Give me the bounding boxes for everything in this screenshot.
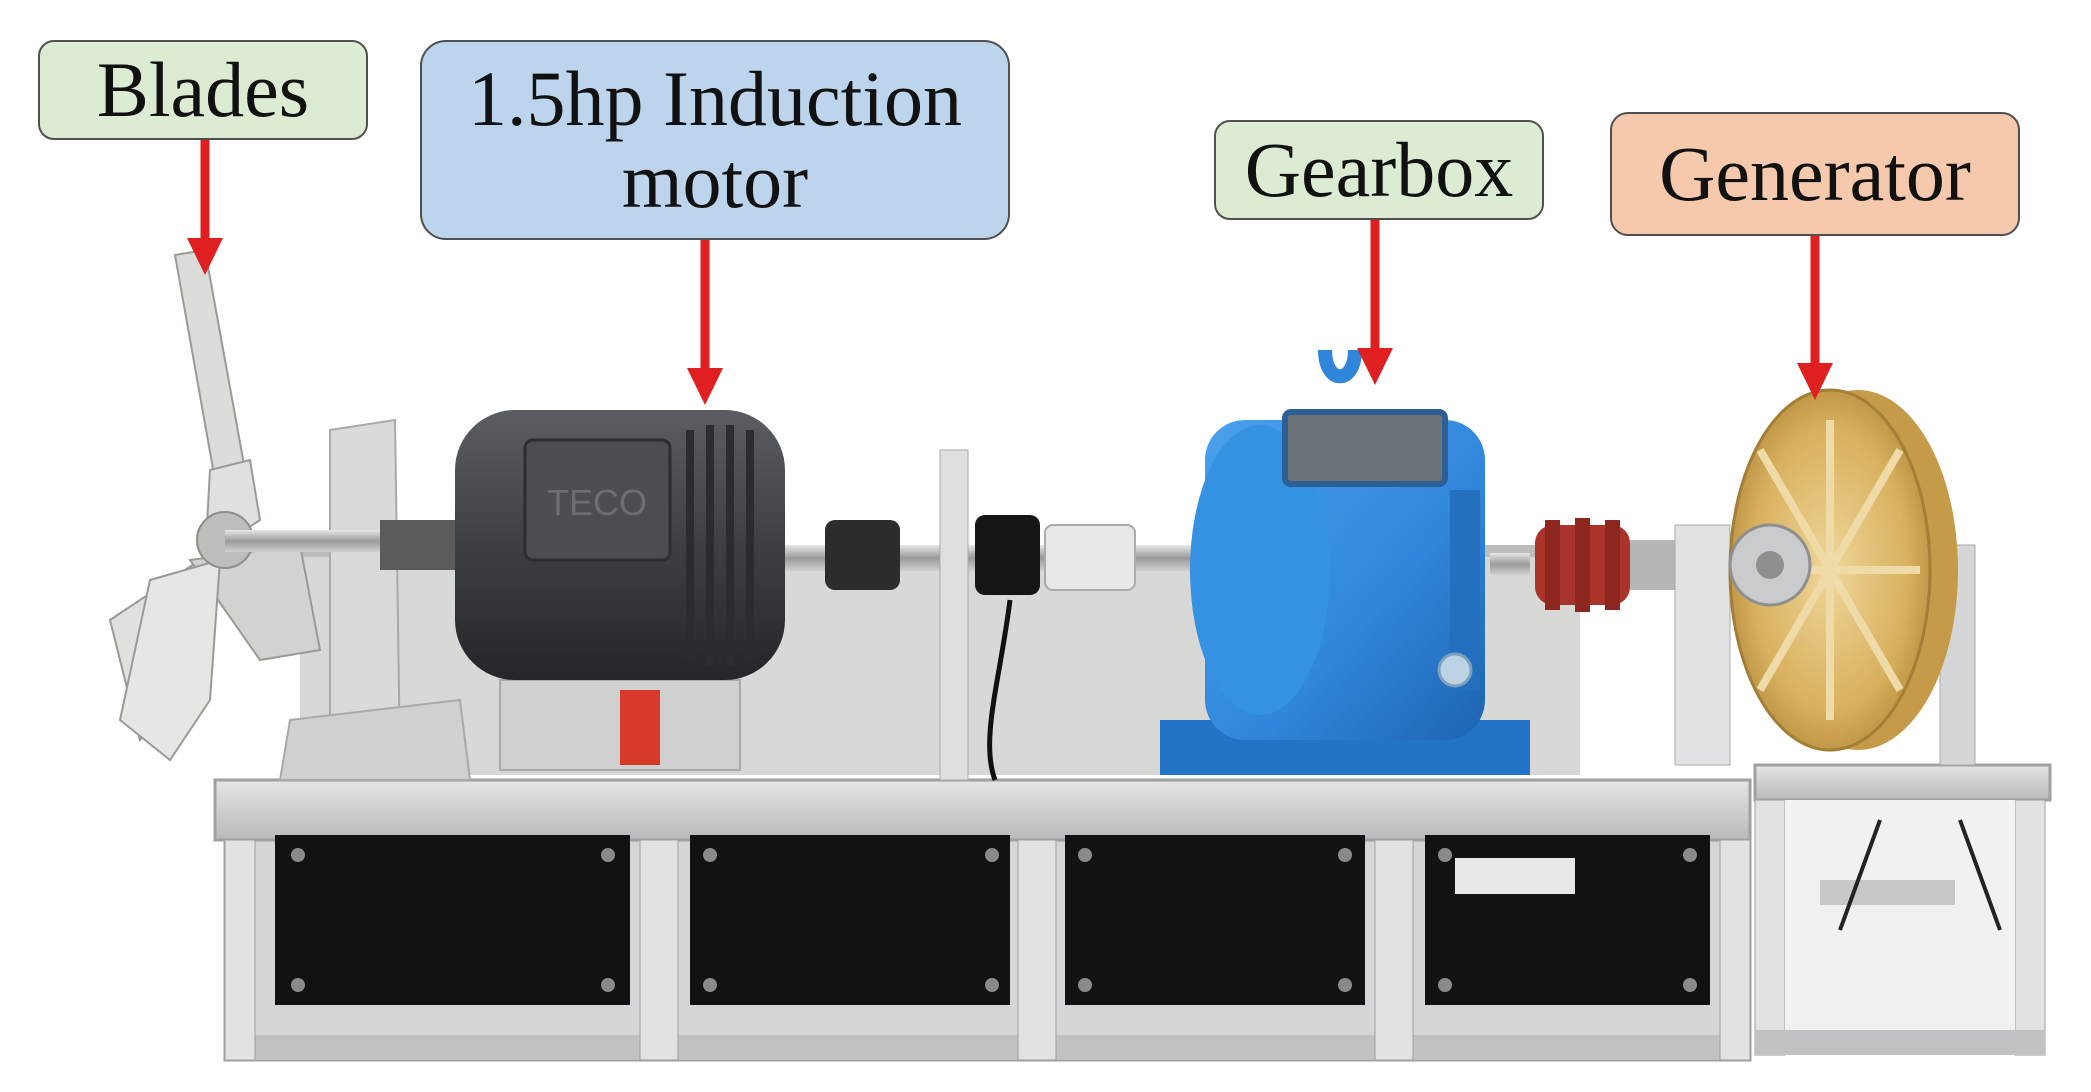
terminal-box xyxy=(523,438,672,562)
motor-coupling xyxy=(380,520,460,570)
shaft-couplings xyxy=(825,449,1136,781)
arrow-motor xyxy=(687,240,723,405)
sticker xyxy=(1455,858,1575,894)
generator-unit xyxy=(1674,388,1976,766)
arrow-gearbox xyxy=(1357,220,1393,385)
output-coupling xyxy=(1490,518,1675,612)
generator-stand xyxy=(1674,524,1731,766)
blades-rotor xyxy=(108,248,425,762)
induction-motor: TECO xyxy=(455,410,785,771)
bearing-stand xyxy=(939,449,969,781)
arrow-generator xyxy=(1797,236,1833,400)
arrow-blades xyxy=(187,140,223,275)
blade-stand xyxy=(278,418,472,781)
panel-3 xyxy=(1065,835,1365,1005)
lifting-eye xyxy=(1318,349,1362,384)
panel-1 xyxy=(275,835,630,1005)
label-generator: Generator xyxy=(1610,112,2020,236)
generator-frame xyxy=(1753,763,2052,1056)
panel-2 xyxy=(690,835,1010,1005)
gearbox-unit xyxy=(1160,349,1530,775)
base-frame xyxy=(213,778,1752,1062)
label-gearbox: Gearbox xyxy=(1214,120,1544,220)
label-induction-motor: 1.5hp Induction motor xyxy=(420,40,1010,240)
motor-brand: TECO xyxy=(547,482,647,523)
red-plug xyxy=(620,690,660,765)
label-blades: Blades xyxy=(38,40,368,140)
gearbox-window xyxy=(1282,409,1448,487)
pointer-arrows xyxy=(187,140,1833,405)
